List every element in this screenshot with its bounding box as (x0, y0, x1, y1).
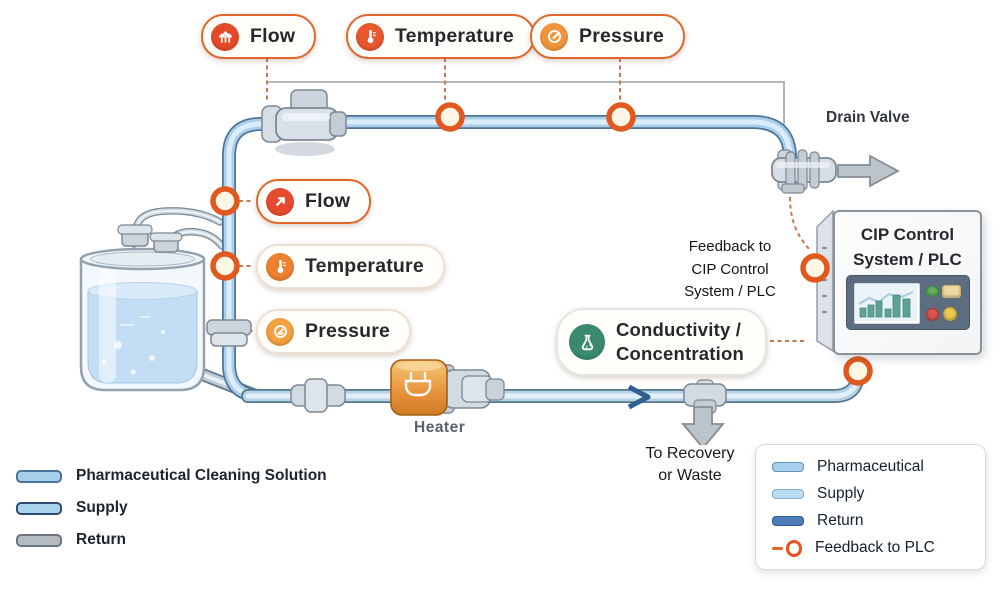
conductivity-line2: Concentration (616, 343, 744, 365)
cip-control-box: CIP Control System / PLC (833, 210, 982, 355)
top-temperature-text: Temperature (395, 25, 514, 47)
feedback-to-plc-icon (772, 539, 802, 557)
sensor-tap-top-1 (435, 102, 465, 132)
plc-green-button (926, 286, 939, 297)
sensor-tap-left-2 (210, 251, 240, 281)
drain-valve-label: Drain Valve (826, 109, 910, 126)
flow-arrow-icon (266, 187, 294, 216)
feedback-note-line3: System / PLC (682, 283, 778, 300)
supply-valve (261, 89, 347, 156)
plc-yellow-button (943, 307, 957, 321)
plc-red-button (926, 308, 939, 321)
sensor-tap-conductivity (843, 356, 873, 386)
pipe-union-left (206, 319, 252, 347)
return-swatch (772, 516, 804, 526)
recovery-line2: or Waste (656, 467, 724, 485)
conductivity-line1: Conductivity / (616, 319, 742, 340)
heater (390, 359, 505, 416)
solution-tank (79, 224, 206, 392)
heater-label: Heater (414, 419, 466, 436)
recovery-line1: To Recovery (643, 445, 737, 462)
gauge-icon (266, 317, 294, 346)
return-label: Return (817, 512, 864, 529)
drain-arrow (837, 154, 900, 188)
return-swatch (16, 533, 62, 547)
cip-title: CIP Control System / PLC (835, 223, 980, 272)
left-pressure-label: Pressure (256, 309, 412, 354)
legend-left: Pharmaceutical Cleaning Solution Supply … (16, 467, 327, 549)
pharmaceutical-label: Pharmaceutical (817, 458, 924, 475)
gauge-icon (540, 22, 568, 51)
cip-box-side (816, 209, 834, 353)
pharma-solution-swatch (16, 469, 62, 483)
left-flow-label: Flow (256, 179, 372, 224)
flask-icon (569, 324, 605, 361)
pharmaceutical-swatch (772, 462, 804, 472)
thermometer-icon (356, 22, 384, 51)
sensor-tap-left-1 (210, 186, 240, 216)
top-pressure-text: Pressure (579, 25, 665, 47)
supply-label: Supply (817, 485, 865, 502)
to-recovery-note: To Recovery or Waste (628, 443, 752, 488)
feedback-label: Feedback to PLC (815, 539, 935, 556)
supply-swatch (16, 501, 62, 515)
legend-row-supply: Supply (16, 499, 327, 517)
legend-row-supply: Supply (772, 485, 969, 503)
left-temperature-label: Temperature (256, 244, 445, 289)
left-temperature-text: Temperature (305, 255, 424, 277)
left-pressure-text: Pressure (305, 320, 391, 342)
conductivity-label: Conductivity / Concentration (556, 308, 767, 377)
supply-label: Supply (76, 499, 128, 516)
flow-meter-icon (211, 22, 239, 51)
plc-screen (854, 283, 920, 324)
top-pressure-label: Pressure (530, 14, 686, 59)
sensor-tap-points (210, 102, 873, 386)
feedback-to-plc-note: Feedback to CIP Control System / PLC (666, 236, 794, 304)
legend-right: Pharmaceutical Supply Return Feedback to… (755, 444, 986, 570)
conductivity-text: Conductivity / Concentration (616, 318, 744, 366)
sensor-tap-top-2 (606, 102, 636, 132)
top-temperature-label: Temperature (346, 14, 535, 59)
plc-panel (846, 275, 970, 330)
legend-row-pharmaceutical: Pharmaceutical (772, 458, 969, 476)
bubbles (101, 330, 165, 375)
pharma-solution-label: Pharmaceutical Cleaning Solution (76, 467, 327, 484)
sensor-tap-plc (800, 253, 830, 283)
feedback-wire-gray (268, 81, 785, 138)
legend-row-feedback: Feedback to PLC (772, 539, 969, 557)
top-flow-text: Flow (250, 25, 296, 47)
plc-bar-chart (855, 284, 917, 321)
legend-row-pharma-solution: Pharmaceutical Cleaning Solution (16, 467, 327, 485)
supply-swatch (772, 489, 804, 499)
pipe-union-bottom (290, 378, 346, 413)
plug-icon (404, 371, 432, 397)
top-flow-label: Flow (201, 14, 317, 59)
plc-switch-button (942, 285, 961, 298)
cip-title-line1: CIP Control (860, 225, 955, 244)
cip-title-line2: System / PLC (853, 249, 962, 269)
feedback-note-line1: Feedback to (686, 238, 774, 255)
left-flow-text: Flow (305, 190, 351, 212)
legend-row-return: Return (16, 531, 327, 549)
drain-valve (771, 149, 837, 194)
feedback-note-line2: CIP Control (689, 260, 771, 278)
thermometer-icon (266, 252, 294, 281)
return-label: Return (76, 531, 126, 548)
legend-row-return: Return (772, 512, 969, 530)
recovery-arrow (681, 406, 725, 450)
flow-direction-chevron (627, 384, 651, 410)
